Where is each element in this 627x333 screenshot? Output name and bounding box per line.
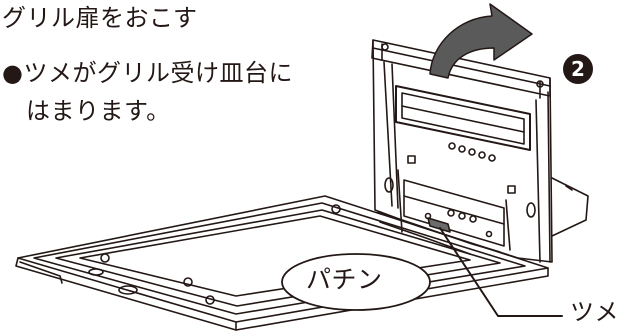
handle-dots xyxy=(448,142,496,162)
grill-door xyxy=(371,39,589,263)
heading: グリル扉をおこす xyxy=(2,4,198,32)
bullet-line-1: ●ツメがグリル受け皿台に xyxy=(2,59,293,87)
callout-bubble xyxy=(281,253,431,311)
tab-label: ツメ xyxy=(570,298,619,326)
tab-leader-line xyxy=(439,227,563,317)
callout-label: パチン xyxy=(306,265,383,294)
rotation-arrow-icon xyxy=(429,3,533,79)
step-badge: 2 xyxy=(563,54,593,84)
claw-tab xyxy=(427,217,451,233)
bullet-line-2: はまります。 xyxy=(26,97,171,125)
